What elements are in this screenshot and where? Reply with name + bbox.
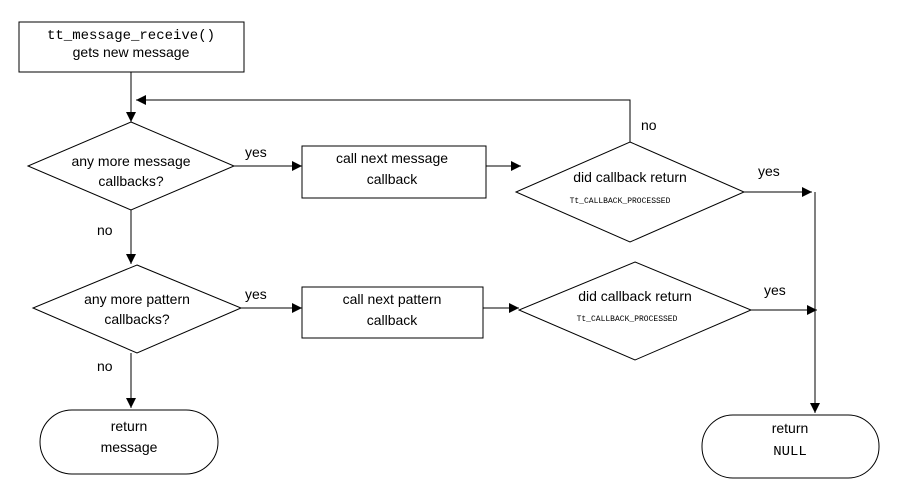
call-pattern-line1: call next pattern	[343, 291, 442, 307]
return-message-line2: message	[101, 439, 158, 455]
label-pat-yes: yes	[245, 286, 267, 302]
label-msg-yes: yes	[245, 144, 267, 160]
label-msg-no: no	[97, 222, 113, 238]
return-null-line2: NULL	[773, 444, 807, 460]
pattern-decision-line1: any more pattern	[84, 291, 190, 307]
return-message-terminal: return message	[39, 409, 219, 475]
call-message-callback-box: call next message callback	[301, 145, 487, 199]
edges	[126, 72, 820, 413]
message-callbacks-decision: any more message callbacks?	[26, 121, 236, 211]
message-check-line2: Tt_CALLBACK_PROCESSED	[570, 197, 671, 206]
start-box: tt_message_receive() gets new message	[18, 21, 245, 73]
return-null-line1: return	[772, 420, 809, 436]
start-function-name: tt_message_receive()	[47, 28, 215, 44]
message-decision-line2: callbacks?	[98, 173, 164, 189]
call-pattern-callback-box: call next pattern callback	[301, 286, 484, 339]
pattern-decision-line2: callbacks?	[104, 311, 170, 327]
label-msg-check-no: no	[641, 117, 657, 133]
label-pat-no: no	[97, 358, 113, 374]
label-pat-check-yes: yes	[764, 282, 786, 298]
return-null-terminal: return NULL	[701, 414, 880, 479]
edge-msg-check-no-loop	[136, 95, 631, 142]
message-decision-line1: any more message	[71, 153, 190, 169]
pattern-check-line1: did callback return	[578, 288, 692, 304]
edge-labels: yes no yes no yes yes no	[97, 117, 786, 374]
start-description: gets new message	[73, 44, 190, 60]
pattern-callback-check-decision: did callback return Tt_CALLBACK_PROCESSE…	[517, 261, 753, 361]
message-callback-check-decision: did callback return Tt_CALLBACK_PROCESSE…	[514, 141, 746, 243]
call-pattern-line2: callback	[367, 312, 419, 328]
message-check-line1: did callback return	[573, 169, 687, 185]
call-message-line1: call next message	[336, 150, 448, 166]
label-msg-check-yes: yes	[758, 163, 780, 179]
call-message-line2: callback	[367, 171, 419, 187]
pattern-callbacks-decision: any more pattern callbacks?	[31, 264, 243, 354]
return-message-line1: return	[111, 418, 148, 434]
pattern-check-line2: Tt_CALLBACK_PROCESSED	[577, 315, 678, 324]
